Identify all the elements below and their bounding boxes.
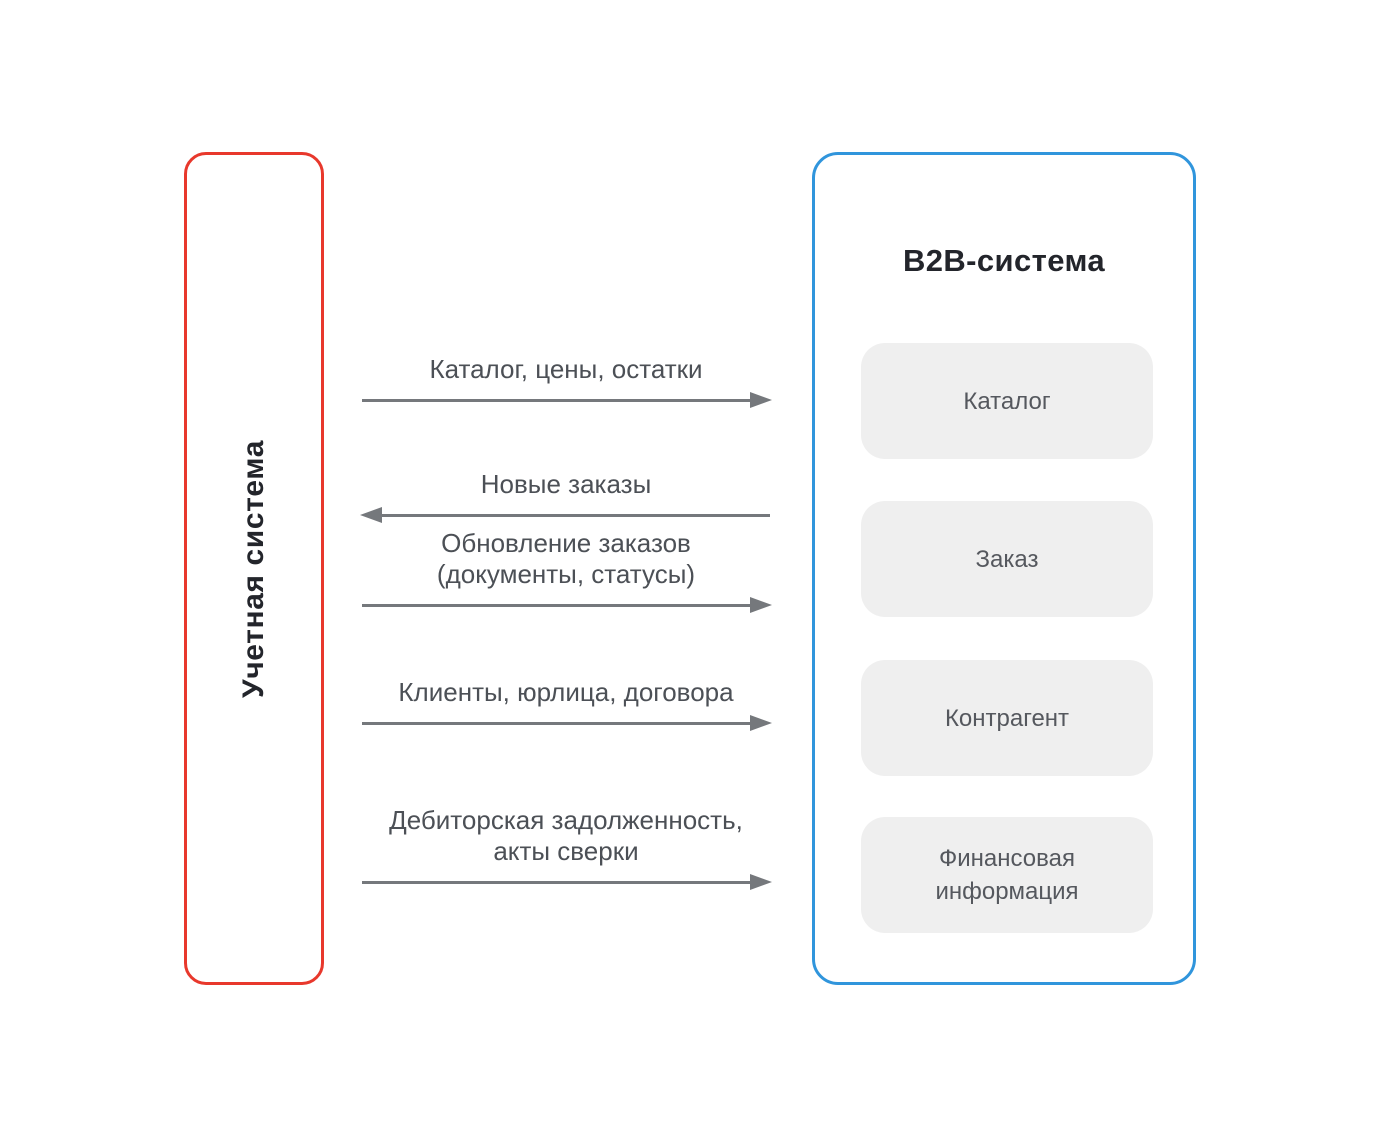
arrow-line (362, 721, 766, 725)
module-catalog: Каталог (861, 343, 1153, 459)
flow-label: Клиенты, юрлица, договора (398, 677, 734, 707)
arrow-head (750, 715, 772, 731)
flow-catalog-prices-stock: Каталог, цены, остатки (362, 354, 772, 408)
flow-clients-entities-contracts: Клиенты, юрлица, договора (362, 677, 772, 731)
arrow-right-icon (362, 597, 772, 613)
flow-label: Дебиторская задолженность, акты сверки (389, 805, 743, 866)
module-order: Заказ (861, 501, 1153, 617)
arrow-left-icon (360, 507, 770, 523)
b2b-system-title: B2B-система (902, 243, 1106, 278)
arrow-head (750, 597, 772, 613)
arrow-line (362, 880, 766, 884)
accounting-system-box: Учетная система (184, 152, 324, 985)
flow-new-orders: Новые заказы (360, 469, 770, 523)
module-financial-info: Финансовая информация (861, 817, 1153, 933)
arrow-line (362, 398, 766, 402)
arrow-line (362, 603, 766, 607)
flow-label: Новые заказы (480, 469, 652, 499)
flow-label: Обновление заказов (документы, статусы) (436, 528, 696, 589)
accounting-system-label: Учетная система (237, 439, 270, 698)
module-counterparty: Контрагент (861, 660, 1153, 776)
b2b-system-box: B2B-система Каталог Заказ Контрагент Фин… (812, 152, 1196, 985)
flow-receivables-reconciliation: Дебиторская задолженность, акты сверки (362, 805, 772, 890)
flow-order-updates: Обновление заказов (документы, статусы) (362, 528, 772, 613)
arrow-head (750, 392, 772, 408)
arrow-head (750, 874, 772, 890)
arrow-right-icon (362, 715, 772, 731)
arrow-head (360, 507, 382, 523)
arrow-line (366, 513, 770, 517)
arrow-right-icon (362, 392, 772, 408)
arrow-right-icon (362, 874, 772, 890)
flow-label: Каталог, цены, остатки (429, 354, 703, 384)
